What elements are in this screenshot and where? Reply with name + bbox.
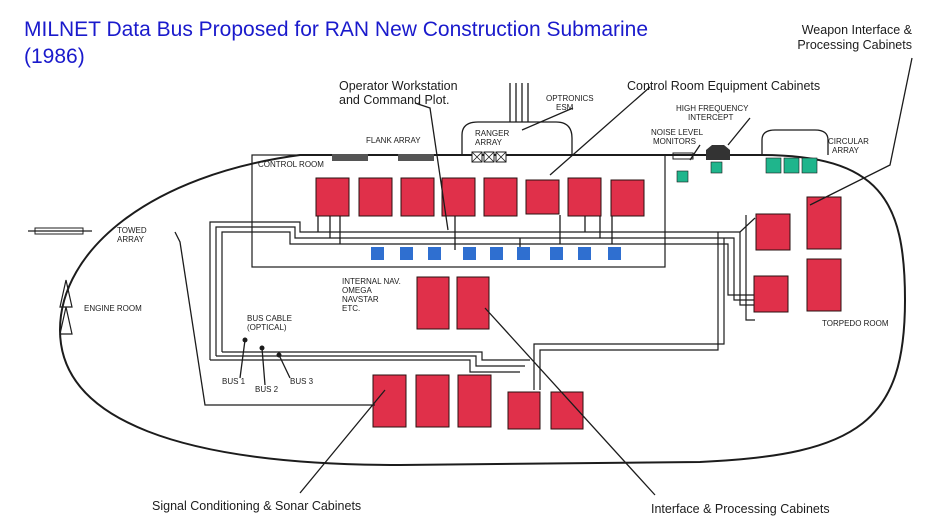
circular-array-housing [761,129,829,155]
data-bus-loop-2 [215,226,755,356]
high-frequency-label-1: HIGH FREQUENCY [676,104,749,113]
control-cabinet-7 [567,177,602,217]
workstation-6 [517,247,530,260]
data-bus-right-1 [539,232,719,390]
control-cabinet-5 [483,177,518,217]
noise-label-1: NOISE LEVEL [651,128,704,137]
bus-cable-label-2: (OPTICAL) [247,323,287,332]
control-cabinet-8 [610,179,645,217]
control-cabinet-6 [525,179,560,215]
ranger-array [471,151,507,163]
weapon-cabinet-3 [753,275,789,313]
workstation-4 [463,247,476,260]
operator-workstations [371,247,621,260]
data-bus-bottom-3 [222,351,530,361]
circular-array-sensor-1 [765,157,782,174]
workstation-3 [428,247,441,260]
data-bus-bottom-1 [210,359,520,373]
workstation-2 [400,247,413,260]
optronics-label-1: OPTRONICS [546,94,594,103]
towed-array-body [34,227,84,235]
sonar-cabinet-1 [372,374,407,428]
towed-label-2: ARRAY [117,235,145,244]
operator-label-2: and Command Plot. [339,93,449,107]
control-room-box [251,154,666,268]
operator-label-1: Operator Workstation [339,79,458,93]
circular-array-sensor-3 [801,157,818,174]
flank-array-label: FLANK ARRAY [366,136,421,145]
optronics-mast [461,121,573,155]
title-line-1: MILNET Data Bus Proposed for RAN New Con… [24,18,649,41]
weapon-cabinet-4 [806,258,842,312]
workstation-5 [490,247,503,260]
noise-monitor-sensor [676,170,689,183]
nav-label-2: OMEGA [342,286,372,295]
weapon-cabinets [753,196,842,313]
control-cabinet-1 [315,177,350,217]
sonar-cabinet-2 [415,374,450,428]
leader-lines [174,57,913,496]
interface-processing-label: Interface & Processing Cabinets [651,502,830,516]
workstation-7 [550,247,563,260]
interface-cabinet-1 [507,391,541,430]
control-room-cabinets [315,177,645,217]
bus-2-label: BUS 2 [255,385,279,394]
hf-intercept-sensor [710,161,723,174]
data-bus-loop-1 [209,221,755,360]
workstation-9 [608,247,621,260]
circular-label-2: ARRAY [832,146,860,155]
data-bus-to-weapons [739,215,756,321]
optronics-label-2: ESM [556,103,574,112]
control-cabinet-2 [358,177,393,217]
signal-conditioning-label: Signal Conditioning & Sonar Cabinets [152,499,361,513]
noise-label-2: MONITORS [653,137,696,146]
ranger-label-2: ARRAY [475,138,503,147]
propeller-icon [59,279,73,335]
weapon-label-2: Processing Cabinets [797,38,912,52]
hull-outline [58,154,907,467]
bus-cable-label-1: BUS CABLE [247,314,292,323]
weapon-label-1: Weapon Interface & [802,23,913,37]
control-equipment-label: Control Room Equipment Cabinets [627,79,820,93]
nav-cabinet-1 [416,276,450,330]
circular-label-1: CIRCULAR [828,137,869,146]
sonar-cabinet-3 [457,374,492,428]
weapon-cabinet-2 [806,196,842,250]
engine-room-label: ENGINE ROOM [84,304,142,313]
ranger-label-1: RANGER [475,129,509,138]
flank-array-right [398,154,434,161]
data-bus-loop-3 [221,231,755,352]
lower-cabinets [372,374,584,430]
circular-array-sensor-2 [783,157,800,174]
flank-array-left [332,154,368,161]
bus-3-label: BUS 3 [290,377,314,386]
control-room-drops [317,215,613,250]
control-room-label: CONTROL ROOM [258,160,324,169]
nav-label-4: ETC. [342,304,360,313]
torpedo-room-label: TORPEDO ROOM [822,319,889,328]
bus-1-label: BUS 1 [222,377,246,386]
data-bus-bottom-2 [216,355,525,367]
nav-label-1: INTERNAL NAV. [342,277,401,286]
hf-intercept-antenna [706,145,730,160]
title-line-2: (1986) [24,45,85,68]
workstation-8 [578,247,591,260]
control-cabinet-4 [441,177,476,217]
page-title: MILNET Data Bus Proposed for RAN New Con… [24,16,648,70]
data-bus-right-2 [533,238,725,390]
high-frequency-label-2: INTERCEPT [688,113,733,122]
towed-label-1: TOWED [117,226,147,235]
weapon-cabinet-1 [755,213,791,251]
workstation-1 [371,247,384,260]
bus-tap-leaders [239,339,291,386]
nav-cabinet-2 [456,276,490,330]
control-cabinet-3 [400,177,435,217]
nav-label-3: NAVSTAR [342,295,379,304]
